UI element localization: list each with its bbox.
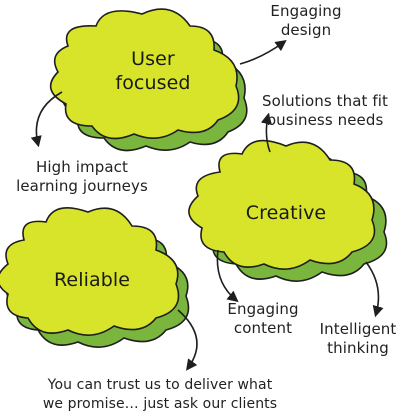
cloud-label-reliable: Reliable [42,268,142,292]
annotation-engaging-content: Engaging content [218,300,308,338]
annotation-engaging-design-line2: design [280,21,332,39]
cloud-label-user-focused: User focused [103,47,203,95]
annotation-solutions-line2: business needs [266,111,384,129]
annotation-engaging-content-line1: Engaging [227,300,299,318]
annotation-solutions: Solutions that fit business needs [250,92,400,130]
annotation-engaging-design-line1: Engaging [270,2,342,20]
arrow-to-high-impact [30,91,63,148]
cloud-label-user-focused-line2: focused [115,72,191,94]
cloud-label-user-focused-line1: User [131,48,175,70]
cloud-label-reliable-text: Reliable [53,269,131,291]
arrow-to-solutions [260,112,272,153]
annotation-engaging-content-line2: content [233,319,293,337]
annotation-high-impact-line1: High impact [36,158,128,176]
cloud-label-creative: Creative [236,201,336,225]
cloud-reliable-shape [0,206,180,336]
cloud-user-focused [49,8,248,152]
arrow-to-engaging-design [239,40,287,65]
cloud-creative [188,139,388,282]
annotation-trust-line2: we promise… just ask our clients [42,396,278,412]
annotation-high-impact-line2: learning journeys [16,177,148,195]
arrow-to-trust [177,309,198,371]
annotation-trust-line1: You can trust us to deliver what [47,377,273,393]
annotation-high-impact: High impact learning journeys [2,158,162,196]
arrow-to-intelligent [365,261,384,318]
annotation-trust: You can trust us to deliver what we prom… [20,376,300,414]
annotation-solutions-line1: Solutions that fit [261,92,389,110]
arrow-to-engaging-content [216,249,239,303]
annotation-intelligent: Intelligent thinking [316,320,400,358]
annotation-intelligent-line1: Intelligent [319,320,397,338]
cloud-label-creative-text: Creative [245,202,327,224]
cloud-creative-shape [188,139,376,270]
annotation-engaging-design: Engaging design [256,2,356,40]
cloud-reliable [0,206,190,348]
annotation-intelligent-line2: thinking [327,339,389,357]
cloud-user-focused-shape [49,8,240,140]
